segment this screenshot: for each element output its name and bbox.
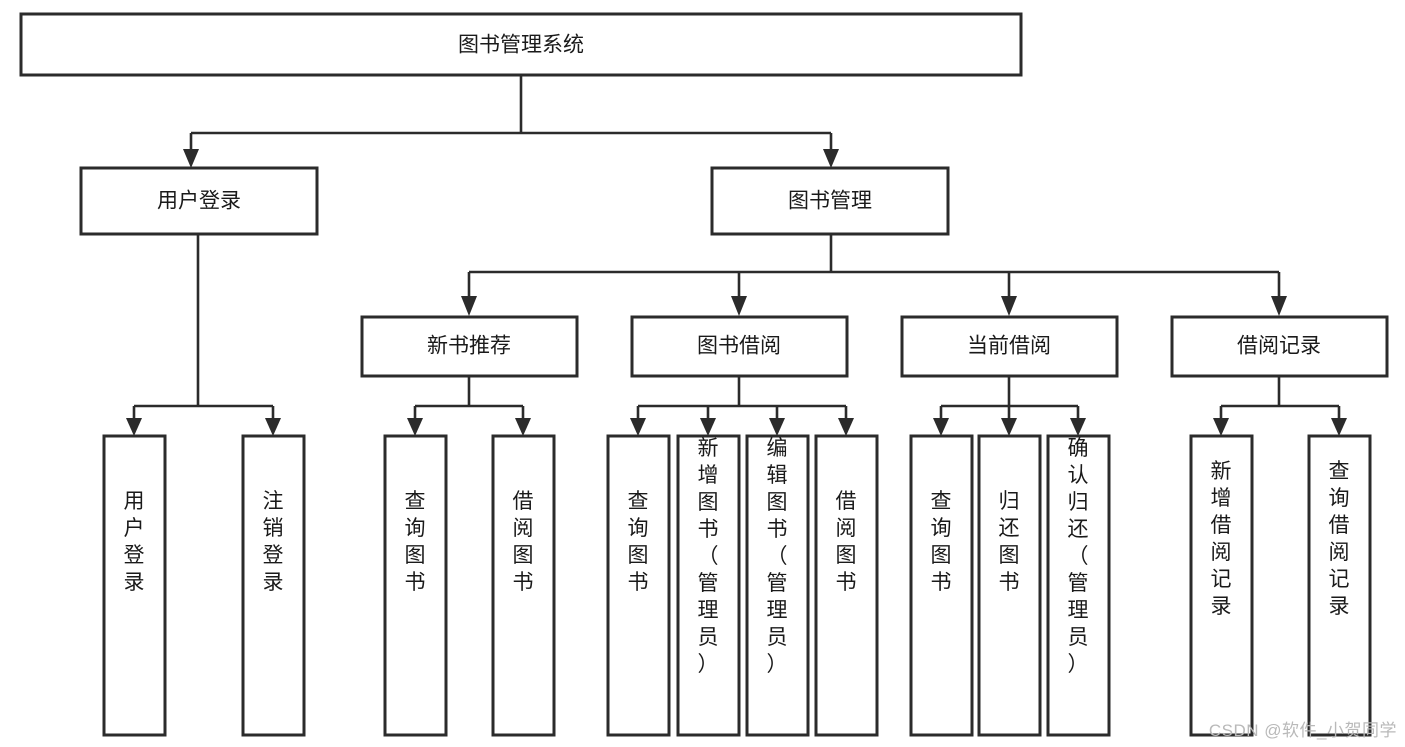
node-new-book-recommend-box[interactable]: [360, 315, 579, 378]
leaf-node-nb-query-book[interactable]: 查询图书: [383, 434, 448, 737]
leaf-node-bb-add-book-box[interactable]: [676, 434, 741, 737]
arrowhead-borrow-records: [1271, 296, 1287, 316]
leaf-node-br-add-record-label: 新增借阅记录: [1211, 460, 1232, 618]
node-root-system[interactable]: 图书管理系统: [19, 12, 1023, 77]
leaf-group-user-login: 用户登录 注销登录: [102, 434, 306, 737]
node-user-login[interactable]: 用户登录: [79, 166, 319, 236]
leaf-node-bb-query-book[interactable]: 查询图书: [606, 434, 671, 737]
leaf-node-cb-confirm-return-label: 确认归还（管理员）: [1068, 437, 1089, 676]
leaf-node-bb-edit-book-box[interactable]: [745, 434, 810, 737]
node-root-system-box[interactable]: [19, 12, 1023, 77]
arrowhead-new-book: [461, 296, 477, 316]
leaf-node-br-query-record-label: 查询借阅记录: [1329, 460, 1350, 618]
connectors-new-book-to-leaves: [407, 376, 531, 436]
leaf-node-cb-return-book-box[interactable]: [977, 434, 1042, 737]
leaf-node-cb-query-book-label: 查询图书: [931, 490, 952, 594]
node-new-book-recommend[interactable]: 新书推荐: [360, 315, 579, 378]
arrowhead-nb-borrow-book: [515, 418, 531, 436]
leaf-node-cb-confirm-return[interactable]: 确认归还（管理员）: [1046, 434, 1111, 737]
node-book-borrow[interactable]: 图书借阅: [630, 315, 849, 378]
leaf-group-new-book-recommend: 查询图书 借阅图书: [383, 434, 556, 737]
leaf-node-bb-edit-book-label: 编辑图书（管理员）: [767, 437, 788, 676]
node-borrow-records[interactable]: 借阅记录: [1170, 315, 1389, 378]
leaf-group-borrow-records: 新增借阅记录 查询借阅记录: [1189, 434, 1372, 737]
arrowhead-bb-add-book: [700, 418, 716, 436]
arrowhead-book-mgmt: [823, 149, 839, 168]
leaf-group-current-borrow: 查询图书 归还图书 确认归还（管理员）: [909, 434, 1111, 737]
leaf-node-br-add-record[interactable]: 新增借阅记录: [1189, 434, 1254, 737]
leaf-node-cb-return-book[interactable]: 归还图书: [977, 434, 1042, 737]
arrowhead-user-login: [183, 149, 199, 168]
connectors-user-login-to-leaves: [126, 234, 281, 436]
leaf-node-bb-borrow-book-box[interactable]: [814, 434, 879, 737]
leaf-node-user-login[interactable]: 用户登录: [102, 434, 167, 737]
arrowhead-leaf-user-login: [126, 418, 142, 436]
arrowhead-br-query-record: [1331, 418, 1347, 436]
leaf-node-nb-query-book-label: 查询图书: [405, 490, 426, 594]
connectors-current-borrow-to-leaves: [933, 376, 1086, 436]
leaf-group-book-borrow: 查询图书 新增图书（管理员） 编辑图书（管理员） 借阅图书: [606, 434, 879, 737]
leaf-node-nb-borrow-book-box[interactable]: [491, 434, 556, 737]
connectors-root-to-level2: [183, 75, 839, 168]
arrowhead-current-borrow: [1001, 296, 1017, 316]
leaf-node-bb-edit-book[interactable]: 编辑图书（管理员）: [745, 434, 810, 737]
node-book-borrow-label: 图书借阅: [697, 335, 781, 358]
node-user-login-label: 用户登录: [157, 190, 241, 213]
arrowhead-book-borrow: [731, 296, 747, 316]
node-current-borrow-box[interactable]: [900, 315, 1119, 378]
leaf-node-br-query-record[interactable]: 查询借阅记录: [1307, 434, 1372, 737]
node-book-management-box[interactable]: [710, 166, 950, 236]
arrowhead-leaf-logout: [265, 418, 281, 436]
arrowhead-cb-query-book: [933, 418, 949, 436]
leaf-node-cb-return-book-label: 归还图书: [999, 490, 1020, 594]
leaf-node-user-login-box[interactable]: [102, 434, 167, 737]
node-book-borrow-box[interactable]: [630, 315, 849, 378]
leaf-node-cb-confirm-return-box[interactable]: [1046, 434, 1111, 737]
arrowhead-bb-borrow-book: [838, 418, 854, 436]
leaf-node-logout-box[interactable]: [241, 434, 306, 737]
node-user-login-box[interactable]: [79, 166, 319, 236]
node-root-system-label: 图书管理系统: [458, 34, 584, 57]
leaf-node-nb-query-book-box[interactable]: [383, 434, 448, 737]
node-current-borrow-label: 当前借阅: [967, 335, 1051, 358]
leaf-node-cb-query-book[interactable]: 查询图书: [909, 434, 974, 737]
node-current-borrow[interactable]: 当前借阅: [900, 315, 1119, 378]
leaf-node-user-login-label: 用户登录: [124, 490, 145, 594]
leaf-node-logout-label: 注销登录: [263, 490, 284, 594]
leaf-node-cb-query-book-box[interactable]: [909, 434, 974, 737]
leaf-node-nb-borrow-book-label: 借阅图书: [513, 490, 534, 594]
node-borrow-records-label: 借阅记录: [1237, 335, 1321, 358]
arrowhead-cb-confirm-return: [1070, 418, 1086, 436]
leaf-node-bb-add-book[interactable]: 新增图书（管理员）: [676, 434, 741, 737]
leaf-node-bb-query-book-label: 查询图书: [628, 490, 649, 594]
node-book-management-label: 图书管理: [788, 190, 872, 213]
leaf-node-nb-borrow-book[interactable]: 借阅图书: [491, 434, 556, 737]
leaf-node-br-add-record-box[interactable]: [1189, 434, 1254, 737]
node-new-book-recommend-label: 新书推荐: [427, 335, 511, 358]
leaf-node-logout[interactable]: 注销登录: [241, 434, 306, 737]
leaf-node-bb-borrow-book[interactable]: 借阅图书: [814, 434, 879, 737]
arrowhead-br-add-record: [1213, 418, 1229, 436]
connectors-book-borrow-to-leaves: [630, 376, 854, 436]
arrowhead-cb-return-book: [1001, 418, 1017, 436]
node-book-management[interactable]: 图书管理: [710, 166, 950, 236]
leaf-node-bb-query-book-box[interactable]: [606, 434, 671, 737]
node-borrow-records-box[interactable]: [1170, 315, 1389, 378]
leaf-node-br-query-record-box[interactable]: [1307, 434, 1372, 737]
connectors-book-mgmt-to-level3: [461, 234, 1287, 316]
leaf-node-bb-borrow-book-label: 借阅图书: [836, 490, 857, 594]
arrowhead-bb-query-book: [630, 418, 646, 436]
arrowhead-nb-query-book: [407, 418, 423, 436]
connectors-borrow-records-to-leaves: [1213, 376, 1347, 436]
leaf-node-bb-add-book-label: 新增图书（管理员）: [698, 437, 719, 676]
arrowhead-bb-edit-book: [769, 418, 785, 436]
